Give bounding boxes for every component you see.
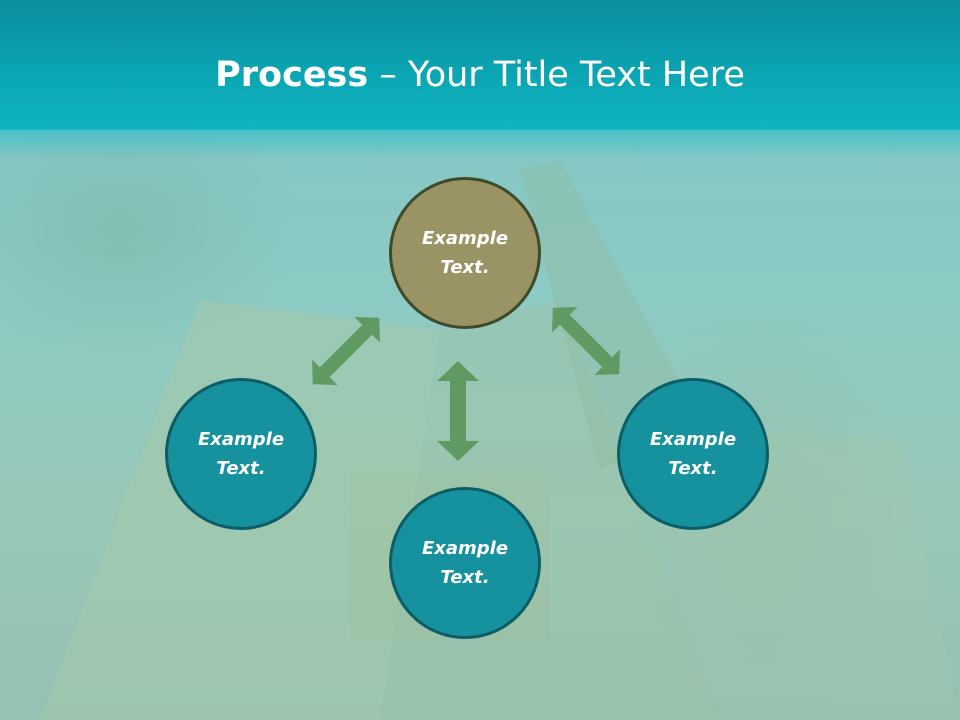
node-bottom: Example Text. (389, 487, 541, 639)
title-bar-fade (0, 130, 960, 160)
node-left-label: Example Text. (197, 429, 285, 479)
title-bar (0, 0, 960, 130)
node-top-label: Example Text. (421, 228, 509, 278)
node-left: Example Text. (165, 378, 317, 530)
node-right: Example Text. (617, 378, 769, 530)
title-bold: Process (215, 55, 369, 95)
node-bottom-label: Example Text. (421, 538, 509, 588)
slide-title: Process – Your Title Text Here (0, 52, 960, 98)
title-rest: – Your Title Text Here (368, 55, 745, 95)
node-top: Example Text. (389, 177, 541, 329)
node-right-label: Example Text. (649, 429, 737, 479)
